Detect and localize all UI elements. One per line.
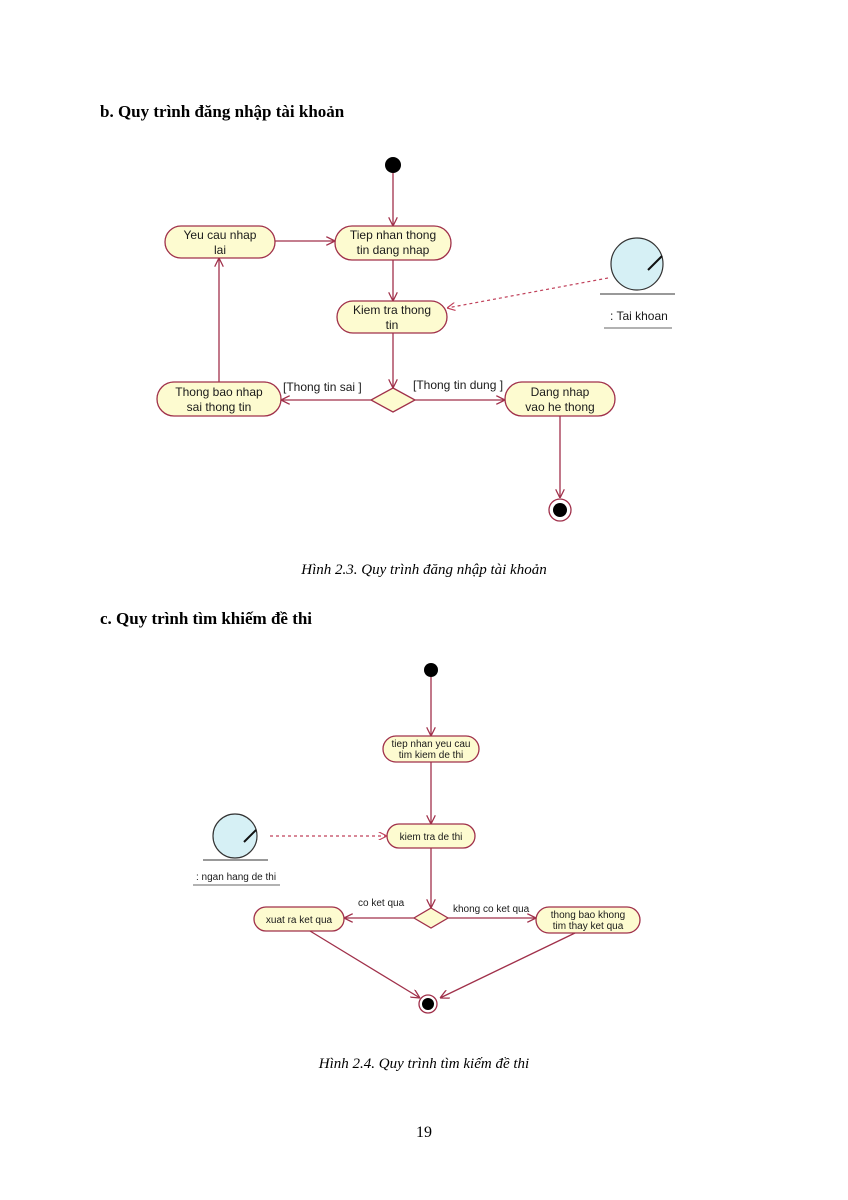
section-c-heading: c. Quy trình tìm khiếm đề thi [100,609,313,628]
svg-text:thong bao khong: thong bao khong [551,910,626,921]
svg-text:tim thay ket qua: tim thay ket qua [553,921,624,932]
activity-login-system: Dang nhap vao he thong [504,381,616,417]
svg-text:Thong bao nhap: Thong bao nhap [175,385,263,399]
svg-text:tiep nhan yeu cau: tiep nhan yeu cau [392,739,471,750]
figure-2-4-caption: Hình 2.4. Quy trình tìm kiếm đề thi [318,1056,530,1072]
svg-text:vao he thong: vao he thong [525,400,594,414]
guard-right: [Thong tin dung ] [413,378,503,392]
svg-text:kiem tra de thi: kiem tra de thi [400,832,463,843]
search-activity-diagram: tiep nhan yeu cau tim kiem de thi kiem t… [193,663,641,1014]
entity-ngan-hang-de-thi: : ngan hang de thi [193,813,280,886]
figure-2-3-caption: Hình 2.3. Quy trình đăng nhập tài khoản [301,562,547,578]
login-activity-diagram: Tiep nhan thong tin dang nhap Yeu cau nh… [156,157,675,522]
svg-text:tin: tin [386,318,399,332]
activity-check-info: Kiem tra thong tin [336,300,448,334]
end-node [548,498,572,522]
svg-text:Yeu cau nhap: Yeu cau nhap [184,228,257,242]
start-node [385,157,401,173]
guard-found: co ket qua [358,898,405,909]
activity-request-again: Yeu cau nhap lai [164,225,276,259]
svg-text:Tiep nhan thong: Tiep nhan thong [350,228,436,242]
activity-check-exam: kiem tra de thi [386,823,476,849]
svg-text:lai: lai [214,243,226,257]
guard-not-found: khong co ket qua [453,904,530,915]
activity-export-result: xuat ra ket qua [253,906,345,932]
svg-text:: ngan hang de thi: : ngan hang de thi [196,872,276,883]
svg-text:tim kiem de thi: tim kiem de thi [399,750,463,761]
svg-text:xuat ra ket qua: xuat ra ket qua [266,915,333,926]
decision-node-2 [412,907,450,929]
svg-text:: Tai khoan: : Tai khoan [610,309,668,323]
activity-notify-not-found: thong bao khong tim thay ket qua [535,906,641,934]
svg-text:sai thong tin: sai thong tin [187,400,252,414]
svg-text:tin dang nhap: tin dang nhap [357,243,430,257]
page-number: 19 [416,1124,432,1141]
start-node-2 [424,663,438,677]
decision-node [369,387,417,413]
activity-receive-request: tiep nhan yeu cau tim kiem de thi [382,735,480,763]
svg-text:Dang nhap: Dang nhap [531,385,590,399]
activity-notify-wrong: Thong bao nhap sai thong tin [156,381,282,417]
section-b-heading: b. Quy trình đăng nhập tài khoản [100,102,345,121]
svg-text:Kiem tra thong: Kiem tra thong [353,303,431,317]
guard-wrong: [Thong tin sai ] [283,380,362,394]
end-node-2 [418,994,438,1014]
entity-tai-khoan: : Tai khoan [600,237,675,329]
activity-receive-info: Tiep nhan thong tin dang nhap [334,225,452,261]
